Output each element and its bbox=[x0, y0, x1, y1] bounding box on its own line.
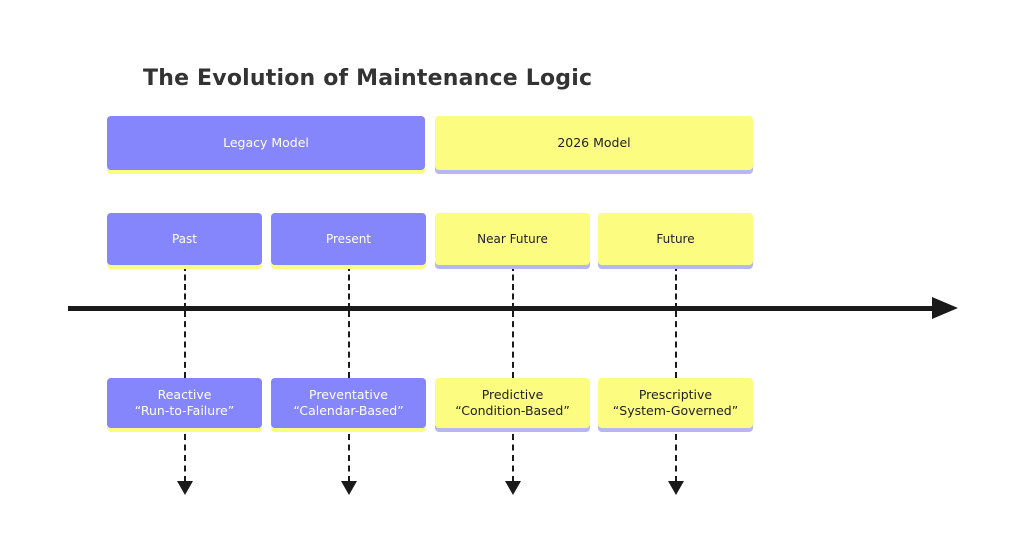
connector-past-upper bbox=[184, 265, 186, 309]
time-box-label: Near Future bbox=[477, 231, 548, 246]
timeline-axis-line bbox=[68, 306, 950, 311]
strategy-box-reactive[interactable]: Reactive “Run-to-Failure” bbox=[107, 378, 262, 428]
era-box-label: 2026 Model bbox=[557, 135, 631, 151]
era-box-2026-model[interactable]: 2026 Model bbox=[435, 116, 753, 170]
connector-preventative-lower bbox=[348, 434, 350, 482]
time-box-label: Future bbox=[656, 231, 695, 246]
connector-reactive-lower bbox=[184, 434, 186, 482]
connector-future-mid bbox=[675, 311, 677, 378]
arrow-down-icon-predictive bbox=[505, 481, 521, 495]
strategy-box-preventative[interactable]: Preventative “Calendar-Based” bbox=[271, 378, 426, 428]
strategy-box-label: Preventative “Calendar-Based” bbox=[293, 387, 404, 418]
page-title: The Evolution of Maintenance Logic bbox=[143, 66, 593, 91]
time-box-near-future[interactable]: Near Future bbox=[435, 213, 590, 265]
time-box-label: Present bbox=[325, 231, 372, 246]
arrow-down-icon-prescriptive bbox=[668, 481, 684, 495]
connector-near-future-mid bbox=[512, 311, 514, 378]
time-box-past[interactable]: Past bbox=[107, 213, 262, 265]
time-box-future[interactable]: Future bbox=[598, 213, 753, 265]
arrow-right-icon bbox=[932, 297, 958, 319]
connector-past-mid bbox=[184, 311, 186, 378]
era-box-label: Legacy Model bbox=[223, 135, 309, 151]
time-box-label: Past bbox=[171, 231, 197, 246]
strategy-box-label: Prescriptive “System-Governed” bbox=[612, 387, 739, 418]
arrow-down-icon-preventative bbox=[341, 481, 357, 495]
time-box-present[interactable]: Present bbox=[271, 213, 426, 265]
arrow-down-icon-reactive bbox=[177, 481, 193, 495]
connector-predictive-lower bbox=[512, 434, 514, 482]
strategy-box-label: Reactive “Run-to-Failure” bbox=[134, 387, 235, 418]
connector-present-upper bbox=[348, 265, 350, 309]
connector-near-future-upper bbox=[512, 265, 514, 309]
connector-future-upper bbox=[675, 265, 677, 309]
connector-prescriptive-lower bbox=[675, 434, 677, 482]
strategy-box-label: Predictive “Condition-Based” bbox=[455, 387, 570, 418]
strategy-box-prescriptive[interactable]: Prescriptive “System-Governed” bbox=[598, 378, 753, 428]
connector-present-mid bbox=[348, 311, 350, 378]
era-box-legacy-model[interactable]: Legacy Model bbox=[107, 116, 425, 170]
strategy-box-predictive[interactable]: Predictive “Condition-Based” bbox=[435, 378, 590, 428]
